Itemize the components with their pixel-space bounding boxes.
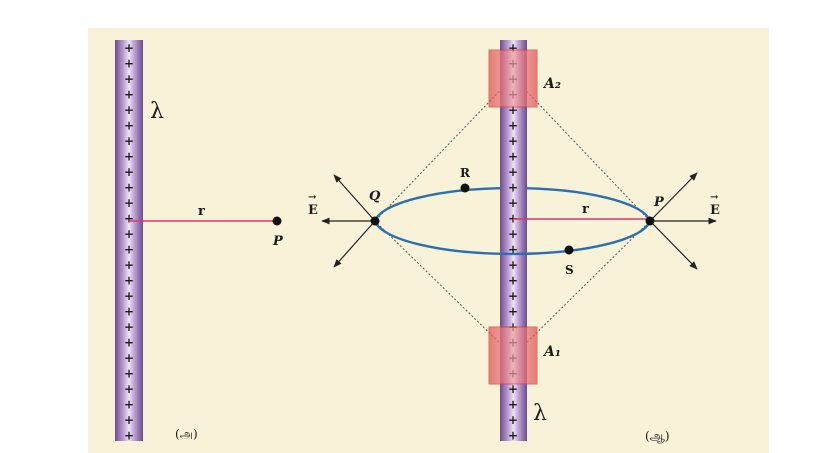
point-r (460, 183, 470, 193)
plus-sign: + (124, 212, 134, 226)
caption-b: (ஆ) (645, 429, 670, 443)
field-label-left: E (308, 203, 318, 218)
plus-sign: + (124, 243, 134, 257)
plus-sign: + (124, 150, 134, 164)
arrow-q-downleft (333, 220, 376, 268)
area-a1-patch (488, 326, 538, 385)
point-q (370, 216, 380, 226)
area-a2-label: A₂ (542, 76, 561, 92)
gaussian-ellipse-front (373, 220, 652, 256)
plus-sign: + (508, 382, 518, 396)
plus-sign: + (124, 336, 134, 350)
plus-sign: + (124, 398, 134, 412)
line-charge-rod-a (115, 40, 143, 441)
plus-sign: + (124, 258, 134, 272)
plus-sign: + (508, 41, 518, 55)
plus-sign: + (508, 119, 518, 133)
r-label-b: r (582, 202, 589, 217)
plus-sign: + (124, 119, 134, 133)
plus-sign: + (124, 165, 134, 179)
panel-a: ++++++++++++++++++++++++++ λ r P (அ) (115, 40, 284, 443)
caption-a: (அ) (175, 427, 198, 441)
plus-sign: + (508, 134, 518, 148)
point-s-label: S (565, 263, 574, 277)
field-vector-arrow-right: → (710, 192, 719, 203)
plus-sign: + (508, 398, 518, 412)
lambda-label-a: λ (150, 99, 164, 124)
plus-sign: + (124, 181, 134, 195)
plus-sign: + (124, 88, 134, 102)
field-vector-arrow-left: → (308, 192, 317, 203)
plus-sign: + (508, 150, 518, 164)
point-p-a (272, 216, 282, 226)
plus-sign: + (124, 274, 134, 288)
plus-sign: + (508, 196, 518, 210)
arrow-q-upleft (333, 174, 376, 222)
point-p-b (645, 216, 655, 226)
point-p-label-a: P (272, 234, 284, 249)
arrow-p-downright (649, 220, 698, 270)
plus-sign: + (508, 289, 518, 303)
panel-b: ++++++++++++++++++++++++++ r Q P R S E → (308, 40, 720, 443)
plus-sign: + (508, 429, 518, 443)
point-r-label: R (460, 166, 471, 180)
plus-sign: + (508, 181, 518, 195)
plus-sign: + (508, 258, 518, 272)
arrow-p-upright (649, 172, 698, 222)
plus-sign: + (508, 243, 518, 257)
field-label-right: E (710, 203, 720, 218)
plus-sign: + (124, 227, 134, 241)
plus-sign: + (124, 72, 134, 86)
plus-sign: + (124, 289, 134, 303)
plus-sign: + (508, 274, 518, 288)
plus-sign: + (124, 351, 134, 365)
field-arrows (321, 172, 717, 270)
plus-sign: + (508, 165, 518, 179)
plus-sign: + (508, 227, 518, 241)
plus-sign: + (124, 367, 134, 381)
lambda-label-b: λ (533, 401, 547, 426)
area-a1-label: A₁ (542, 344, 561, 360)
r-label-a: r (198, 204, 205, 219)
plus-sign: + (124, 413, 134, 427)
plus-sign: + (124, 57, 134, 71)
area-a2-patch (488, 49, 538, 108)
plus-sign: + (124, 382, 134, 396)
plus-sign: + (508, 103, 518, 117)
plus-signs-a: ++++++++++++++++++++++++++ (124, 41, 134, 443)
diagram-canvas (88, 28, 769, 453)
plus-sign: + (124, 134, 134, 148)
point-s (564, 245, 574, 255)
plus-sign: + (124, 41, 134, 55)
plus-sign: + (124, 320, 134, 334)
plus-sign: + (124, 305, 134, 319)
point-q-label: Q (369, 189, 381, 204)
point-p-label-b: P (653, 195, 665, 210)
plus-sign: + (508, 413, 518, 427)
plus-sign: + (124, 103, 134, 117)
plus-sign: + (124, 196, 134, 210)
plus-sign: + (508, 305, 518, 319)
plus-sign: + (124, 429, 134, 443)
